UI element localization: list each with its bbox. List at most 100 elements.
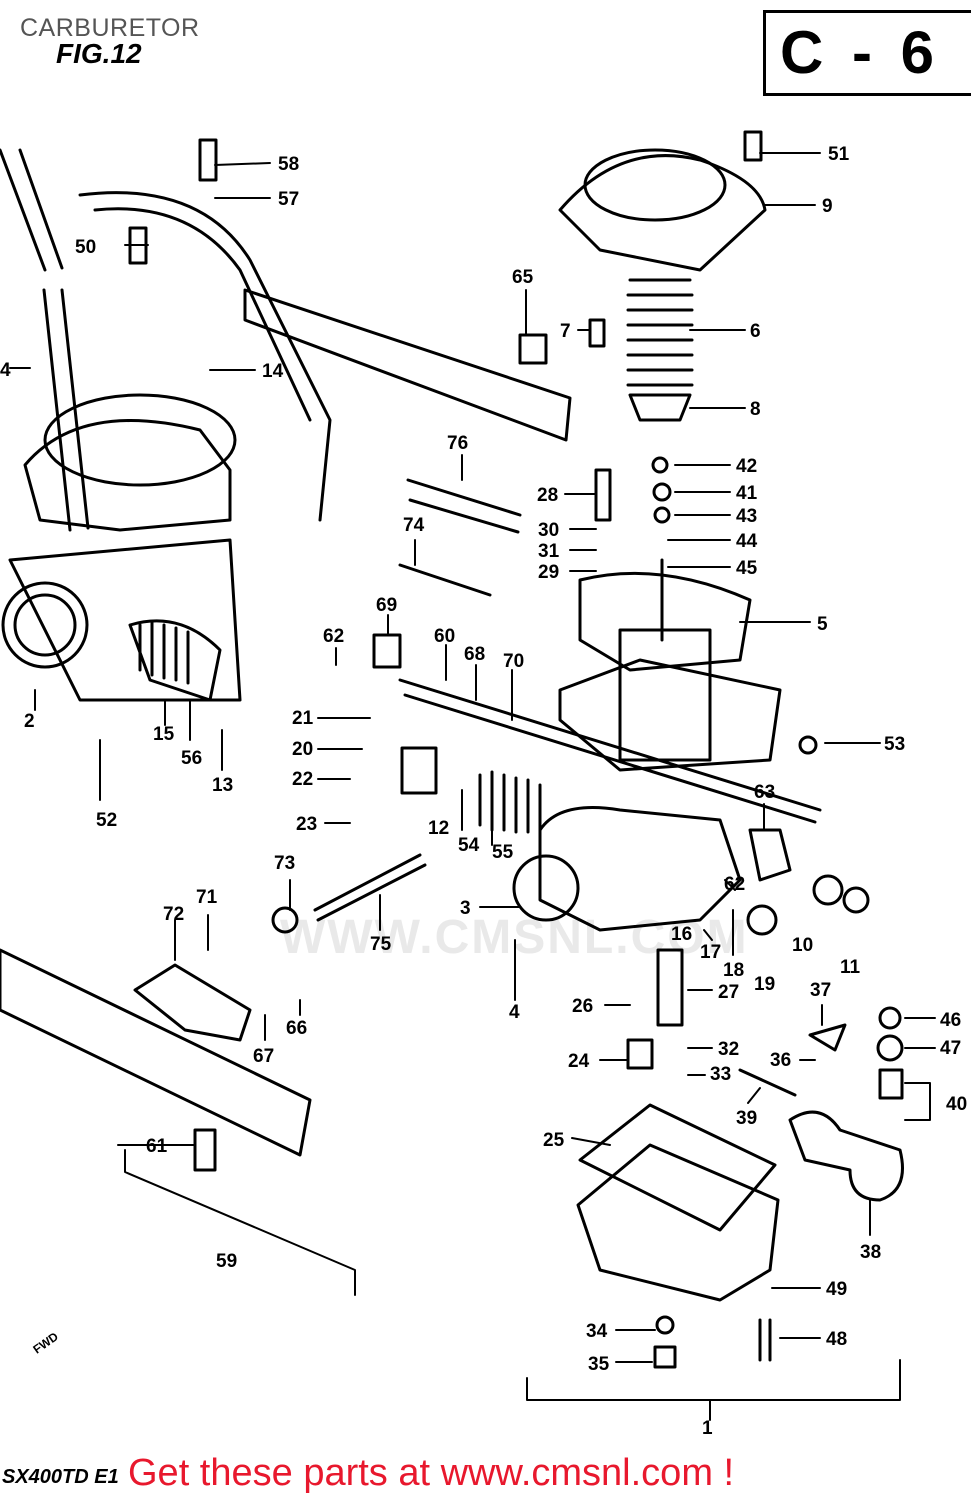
- cable-bracket-72: [133, 963, 252, 1042]
- ref-26: 26: [572, 996, 593, 1017]
- promo-link[interactable]: Get these parts at www.cmsnl.com !: [128, 1452, 735, 1494]
- ref-25: 25: [543, 1130, 565, 1151]
- part-41: [652, 482, 672, 502]
- seat-8: [628, 393, 692, 422]
- lever-12: [400, 746, 438, 795]
- ref-52: 52: [96, 810, 117, 831]
- ref-23: 23: [296, 814, 317, 835]
- washer-73: [271, 906, 299, 934]
- ref-45: 45: [736, 558, 758, 579]
- ref-43: 43: [736, 506, 757, 527]
- ref-48: 48: [826, 1329, 847, 1350]
- ref-13: 13: [212, 775, 233, 796]
- ref-4: 4: [509, 1002, 520, 1023]
- ref-14: 14: [262, 361, 284, 382]
- part-19: [746, 904, 778, 936]
- cap-58: [198, 138, 218, 182]
- ref-51: 51: [828, 144, 850, 165]
- screw-65: [518, 333, 548, 365]
- ref-53: 53: [884, 734, 905, 755]
- throttle-bracket: [243, 288, 572, 442]
- jet-24: [626, 1038, 654, 1070]
- ref-69: 69: [376, 595, 397, 616]
- ref-15: 15: [153, 724, 175, 745]
- ref-60: 60: [434, 626, 455, 647]
- ref-18: 18: [723, 960, 744, 981]
- ref-50: 50: [75, 237, 96, 258]
- lever-63: [748, 828, 792, 882]
- ref-34: 34: [586, 1321, 608, 1342]
- pin-39: [738, 1068, 797, 1097]
- fitting-74: [398, 563, 492, 597]
- ref-9: 9: [822, 196, 833, 217]
- ref-40: 40: [946, 1094, 967, 1115]
- ref-61: 61: [146, 1136, 168, 1157]
- ref-58: 58: [278, 154, 299, 175]
- top-cap-9: [558, 154, 767, 272]
- part-37: [808, 1023, 847, 1052]
- ref-33: 33: [710, 1064, 731, 1085]
- ref-73: 73: [274, 853, 295, 874]
- ref-7: 7: [560, 321, 571, 342]
- ref-3: 3: [460, 898, 471, 919]
- ref-76: 76: [447, 433, 468, 454]
- lower-bracket: [0, 948, 312, 1157]
- spring-15: [138, 620, 190, 685]
- page-code-box: [763, 10, 971, 96]
- figure-number: FIG.12: [56, 38, 142, 69]
- ref-55: 55: [492, 842, 514, 863]
- ref-62: 62: [323, 626, 344, 647]
- diagram-title: CARBURETOR: [20, 14, 200, 42]
- watermark: WWW.CMSNL.COM: [280, 911, 749, 964]
- ref-6: 6: [750, 321, 761, 342]
- ref-72: 72: [163, 904, 184, 925]
- part-10: [812, 874, 844, 906]
- ref-41: 41: [736, 483, 758, 504]
- ref-29: 29: [538, 562, 559, 583]
- model-code: SX400TD E1: [2, 1466, 119, 1488]
- ref-4-left: 4: [0, 360, 11, 381]
- ref-5: 5: [817, 614, 828, 635]
- float-bowl: [576, 1143, 780, 1302]
- ref-2: 2: [24, 711, 35, 732]
- ref-62-right: 62: [724, 874, 745, 895]
- ref-36: 36: [770, 1050, 791, 1071]
- left-carb-body: [8, 538, 242, 702]
- ref-54: 54: [458, 835, 480, 856]
- ref-32: 32: [718, 1039, 739, 1060]
- ref-27: 27: [718, 982, 739, 1003]
- ref-38: 38: [860, 1242, 881, 1263]
- ref-71: 71: [196, 887, 218, 908]
- ref-39: 39: [736, 1108, 757, 1129]
- washer-34: [655, 1315, 675, 1335]
- ref-70: 70: [503, 651, 524, 672]
- ref-8: 8: [750, 399, 761, 420]
- ref-30: 30: [538, 520, 559, 541]
- page-code: C - 6: [780, 19, 941, 86]
- reference-numbers: 58 57 50 14 4 51 9 65 7 6 8 76 42 41 43 …: [0, 144, 967, 1439]
- ref-46: 46: [940, 1010, 961, 1031]
- spring-6: [626, 278, 694, 387]
- clip-42: [651, 456, 669, 474]
- part-11: [842, 886, 870, 914]
- ref-19: 19: [754, 974, 775, 995]
- idle-screw-75: [313, 853, 427, 922]
- right-carb-top: [558, 658, 782, 772]
- ref-42: 42: [736, 456, 757, 477]
- drain-screw-48: [758, 1318, 772, 1362]
- ref-59: 59: [216, 1251, 237, 1272]
- screw-35: [653, 1345, 677, 1369]
- bolt-61: [193, 1128, 217, 1172]
- pilot-screw-28: [594, 468, 612, 522]
- ref-68: 68: [464, 644, 485, 665]
- ref-20: 20: [292, 739, 313, 760]
- ref-17: 17: [700, 942, 721, 963]
- ref-31: 31: [538, 541, 560, 562]
- ref-47: 47: [940, 1038, 961, 1059]
- ref-16: 16: [671, 924, 692, 945]
- part-40: [878, 1068, 904, 1100]
- ref-56: 56: [181, 748, 202, 769]
- gasket-25: [578, 1103, 777, 1232]
- spring-55: [478, 770, 542, 837]
- ref-49: 49: [826, 1279, 847, 1300]
